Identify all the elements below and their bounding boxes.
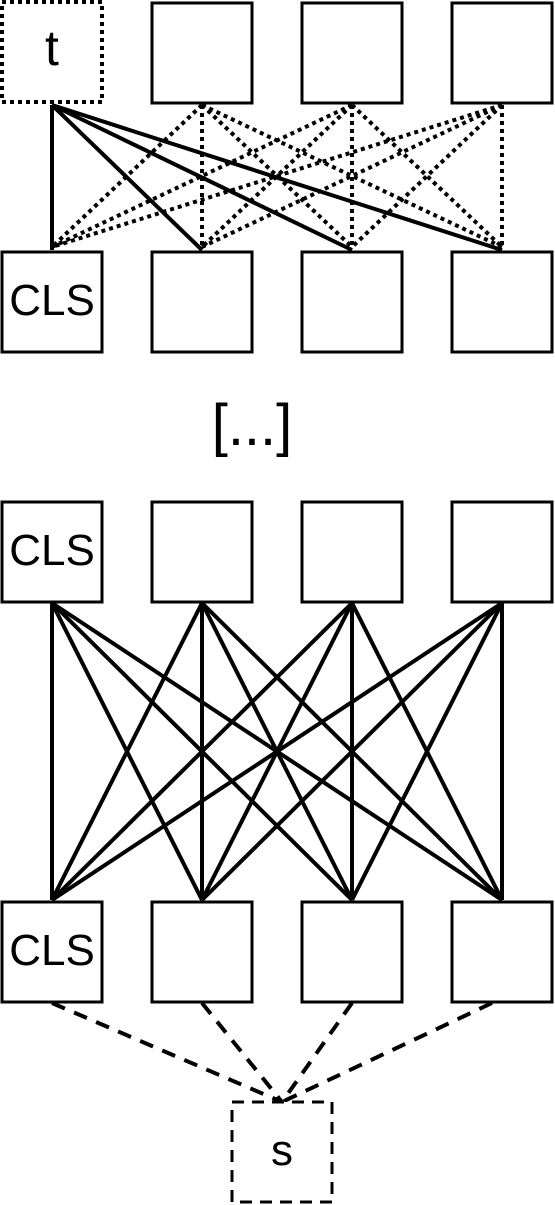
top-row: t (0, 0, 554, 105)
full-attention-edges (50, 601, 504, 902)
edge-dotted (350, 103, 504, 249)
edge-dotted (50, 103, 204, 249)
top-token-box (450, 1, 554, 105)
token-box (300, 900, 404, 1004)
token-box (450, 250, 554, 354)
edge-solid (51, 103, 353, 252)
edge-dotted (200, 103, 354, 249)
top-token-box (150, 1, 254, 105)
token-box (150, 500, 254, 604)
edge-solid (350, 602, 504, 901)
row-3: CLS (0, 500, 554, 604)
edge-solid (50, 601, 354, 902)
edge-dashed (280, 1001, 354, 1104)
edge-dashed (200, 1001, 284, 1104)
pooling-edges (51, 1001, 493, 1104)
token-box (300, 500, 404, 604)
row-4: CLS (0, 900, 554, 1004)
token-t-box (0, 0, 104, 104)
edge-solid (51, 103, 503, 252)
cls-label: CLS (9, 926, 95, 975)
cls-label: CLS (9, 276, 95, 325)
cls-token-box (0, 500, 104, 604)
token-s-label: s (271, 1126, 293, 1175)
edge-solid (50, 601, 504, 902)
ellipsis: [...] (212, 393, 293, 458)
token-box (150, 900, 254, 1004)
token-box (450, 900, 554, 1004)
edge-dashed (281, 1001, 493, 1104)
token-t-label: t (45, 20, 59, 76)
edge-dotted (350, 103, 504, 249)
summary-node: s (230, 1100, 334, 1204)
edge-dashed (51, 1001, 283, 1104)
cls-token-box (0, 900, 104, 1004)
top-token-box (300, 1, 404, 105)
top-layer-edges (50, 103, 504, 252)
token-box (450, 500, 554, 604)
edge-solid (200, 601, 504, 902)
edge-dotted (200, 103, 354, 249)
token-box (300, 250, 404, 354)
token-s-box (230, 1100, 334, 1204)
cls-token-box (0, 250, 104, 354)
cls-label: CLS (9, 526, 95, 575)
token-box (150, 250, 254, 354)
edge-solid (50, 602, 204, 901)
edge-solid (50, 103, 204, 252)
row-2: CLS (0, 250, 554, 354)
